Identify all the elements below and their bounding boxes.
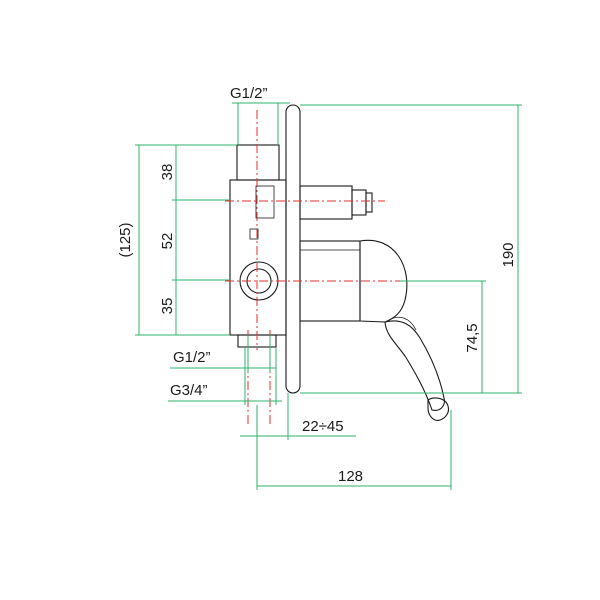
label-125: (125) — [117, 222, 134, 257]
diverter-knob — [299, 185, 373, 220]
label-38: 38 — [159, 164, 176, 181]
label-g12-bottom: G1/2” — [173, 349, 211, 366]
label-190: 190 — [500, 242, 517, 267]
wall-plate — [285, 104, 301, 394]
label-74-5: 74,5 — [464, 323, 481, 352]
center-lines — [225, 110, 400, 425]
label-g34: G3/4” — [170, 382, 208, 399]
valve-body — [229, 144, 287, 348]
label-128: 128 — [338, 468, 363, 485]
label-35: 35 — [159, 298, 176, 315]
label-22-45: 22÷45 — [302, 418, 344, 435]
label-g12-top: G1/2” — [230, 85, 268, 102]
label-52: 52 — [159, 233, 176, 250]
dimension-lines — [135, 102, 522, 490]
dimension-labels: G1/2” 38 52 35 (125) 190 74,5 G1/2” G3/4… — [117, 85, 517, 485]
